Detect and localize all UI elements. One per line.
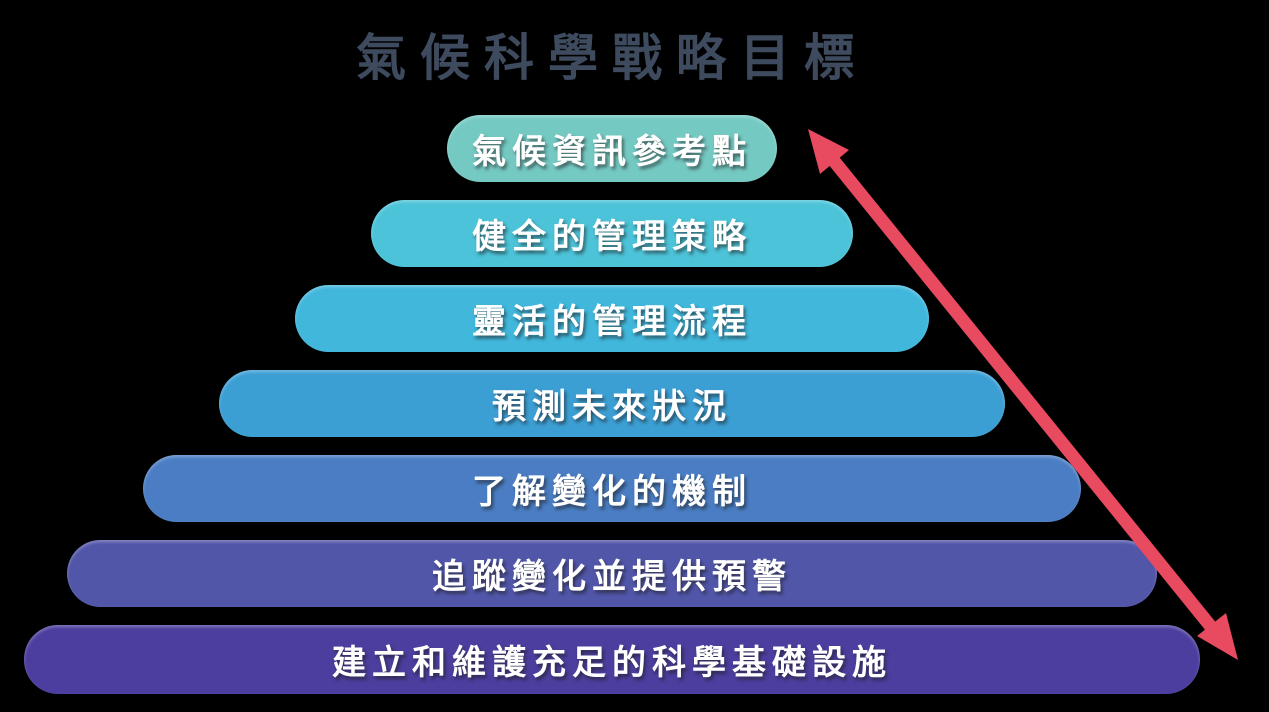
pyramid-level-4: 預測未來狀況 [219,370,1005,437]
pyramid-level-1: 氣候資訊參考點 [447,115,777,182]
pyramid-level-6-label: 追蹤變化並提供預警 [432,557,792,597]
pyramid-level-1-label: 氣候資訊參考點 [472,132,752,172]
pyramid-level-3: 靈活的管理流程 [295,285,929,352]
pyramid-level-7-label: 建立和維護充足的科學基礎設施 [332,643,892,683]
pyramid-level-3-label: 靈活的管理流程 [472,302,752,342]
arrow-head-down [1197,613,1238,660]
pyramid-level-6: 追蹤變化並提供預警 [67,540,1157,607]
pyramid-level-2-label: 健全的管理策略 [472,217,752,257]
pyramid-level-7: 建立和維護充足的科學基礎設施 [24,625,1200,694]
pyramid-level-4-label: 預測未來狀況 [492,387,732,427]
arrow-head-up [808,129,849,174]
pyramid-level-2: 健全的管理策略 [371,200,853,267]
pyramid-level-5: 了解變化的機制 [143,455,1081,522]
pyramid-level-5-label: 了解變化的機制 [472,472,752,512]
page-title: 氣候科學戰略目標 [356,28,868,87]
